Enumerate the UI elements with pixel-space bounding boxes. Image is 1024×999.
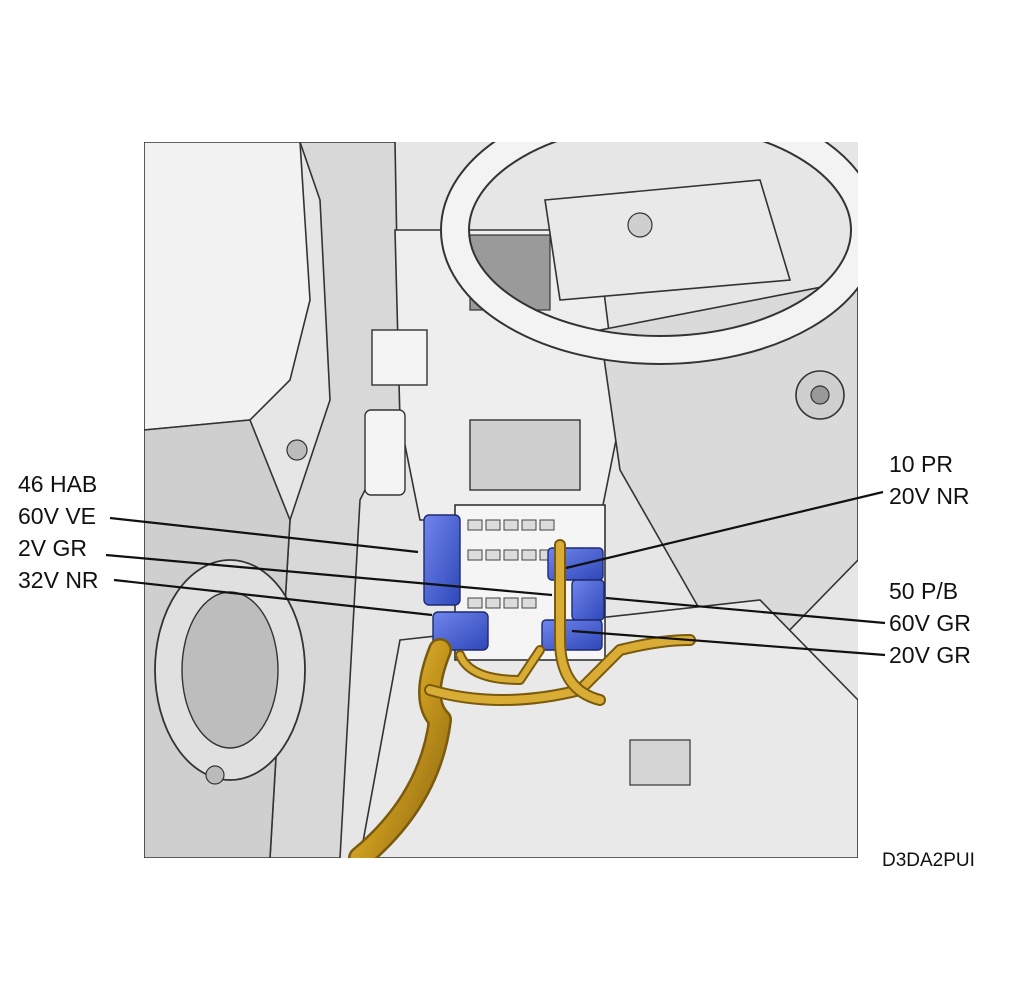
connector-right-lower xyxy=(541,619,603,651)
callout-label: 32V NR xyxy=(18,567,99,593)
callout-left: 46 HAB 60V VE 2V GR 32V NR xyxy=(18,471,99,593)
callout-label: 2V GR xyxy=(18,535,88,561)
callout-right-top: 10 PR 20V NR xyxy=(889,451,970,509)
wiring-harness xyxy=(348,539,696,858)
hole xyxy=(286,439,308,461)
connector-left-upper xyxy=(423,514,461,606)
speaker-inner xyxy=(181,591,279,749)
hole xyxy=(205,765,225,785)
callout-right-bottom: 50 P/B 60V GR 20V GR xyxy=(889,578,971,668)
floor-bracket xyxy=(629,739,691,786)
fuse-rows xyxy=(467,519,555,609)
leader-line-60v-ve xyxy=(109,516,419,554)
callout-label: 46 HAB xyxy=(18,471,98,497)
steering-wheel-rim-face xyxy=(442,142,858,363)
callout-label: 10 PR xyxy=(889,451,953,477)
callout-label: 60V GR xyxy=(889,610,971,636)
vehicle-body-group xyxy=(144,142,858,858)
reference-code: D3DA2PUI xyxy=(882,850,975,871)
connector-right-middle xyxy=(571,579,605,621)
ignition-key xyxy=(810,385,830,405)
leader-line-20v-nr xyxy=(565,490,884,570)
steering-hub xyxy=(544,179,792,301)
callout-label: 20V GR xyxy=(889,642,971,668)
relay xyxy=(364,409,406,496)
leader-line-32v-nr xyxy=(113,578,433,617)
leader-line-60v-gr xyxy=(605,596,886,625)
leader-line-20v-gr xyxy=(571,629,886,657)
door-frame xyxy=(144,142,311,431)
callout-label: 60V VE xyxy=(18,503,96,529)
bracket xyxy=(371,329,428,386)
leader-lines xyxy=(105,490,886,657)
callout-label: 50 P/B xyxy=(889,578,959,604)
hub-bolt xyxy=(627,212,653,238)
pocket xyxy=(469,419,581,491)
leader-line-2v-gr xyxy=(105,553,553,597)
callout-label: 20V NR xyxy=(889,483,970,509)
